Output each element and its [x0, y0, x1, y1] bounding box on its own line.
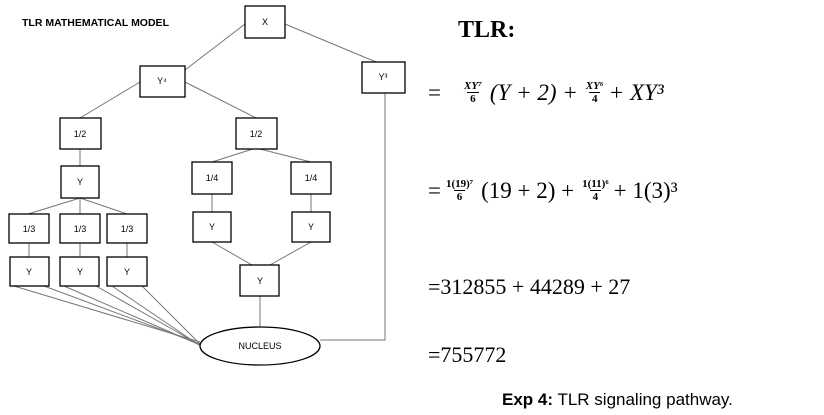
equation-panel: TLR: = XY⁷ 6 (Y + 2) + XY⁶ 4 + XY³ = 1(1… — [428, 0, 824, 415]
fraction-denominator: 6 — [453, 190, 466, 204]
node-y-join: Y — [239, 264, 280, 297]
node-label: 1/3 — [121, 224, 134, 234]
fraction-numerator: XY⁷ — [463, 80, 482, 92]
node-x: X — [244, 5, 286, 39]
node-y-t3: Y — [106, 256, 148, 287]
diagram-edges — [13, 23, 386, 349]
fraction-2: XY⁶ 4 — [584, 80, 606, 106]
edge-ymid-third1 — [27, 197, 81, 215]
node-quarter-left: 1/4 — [191, 161, 233, 195]
node-y-q-right: Y — [291, 211, 331, 243]
edge-yqright-join — [269, 241, 312, 266]
node-label: 1/3 — [23, 224, 36, 234]
fraction-denominator: 6 — [467, 92, 479, 106]
node-label: X — [262, 17, 268, 27]
node-label: 1/2 — [250, 129, 263, 139]
fraction-numerator: 1(19)⁷ — [445, 178, 474, 190]
node-nucleus: NUCLEUS — [199, 326, 321, 366]
node-half-left: 1/2 — [59, 117, 102, 150]
edge-y4-halfright — [184, 81, 257, 119]
equation-line-1: = XY⁷ 6 (Y + 2) + XY⁶ 4 + XY³ — [428, 80, 664, 106]
equation-line-3: =312855 + 44289 + 27 — [428, 274, 631, 299]
node-y-t2: Y — [59, 256, 100, 287]
node-third-1: 1/3 — [8, 213, 50, 244]
fraction-1: 1(19)⁷ 6 — [444, 178, 475, 204]
node-label: Y — [26, 267, 32, 277]
figure-caption: Exp 4: TLR signaling pathway. — [502, 390, 733, 410]
node-third-3: 1/3 — [106, 213, 148, 244]
node-y-mid-left: Y — [60, 165, 100, 199]
node-label: 1/4 — [206, 173, 219, 183]
equation-term: (19 + 2) + — [481, 178, 575, 204]
node-y3: Y³ — [361, 61, 406, 94]
edge-halfright-quarterright — [255, 147, 312, 163]
equation-line-2: = 1(19)⁷ 6 (19 + 2) + 1(11)⁶ 4 + 1(3)³ — [428, 178, 678, 204]
edge-y4-halfleft — [79, 81, 141, 119]
node-y4: Y⁴ — [139, 65, 186, 98]
equation-term: + XY³ — [608, 80, 664, 106]
node-label: Y — [257, 276, 263, 286]
edge-y3-nucleus — [320, 93, 386, 341]
node-third-2: 1/3 — [59, 213, 101, 244]
node-label: Y — [77, 177, 83, 187]
caption-label: Exp 4: — [502, 390, 554, 409]
edge-x-y4 — [184, 23, 246, 71]
equation-line-4: =755772 — [428, 342, 507, 367]
node-label: Y³ — [379, 72, 388, 82]
edge-x-y3 — [284, 23, 377, 63]
edge-yt1-nucleus-b — [43, 285, 201, 345]
node-label: Y — [124, 267, 130, 277]
node-label: Y — [308, 222, 314, 232]
edge-yt2-nucleus-a — [63, 285, 201, 346]
node-y-q-left: Y — [192, 211, 232, 243]
diagram-title: TLR MATHEMATICAL MODEL — [22, 17, 170, 29]
tlr-model-diagram: TLR MATHEMATICAL MODEL X Y⁴ — [8, 5, 406, 366]
node-label: Y — [209, 222, 215, 232]
fraction-numerator: XY⁶ — [585, 80, 604, 92]
node-label: Y — [77, 267, 83, 277]
fraction-numerator: 1(11)⁶ — [582, 178, 609, 190]
node-label: 1/2 — [74, 129, 87, 139]
node-half-right: 1/2 — [235, 117, 278, 150]
equals-sign: = — [428, 80, 441, 106]
equation-title: TLR: — [458, 17, 516, 43]
node-label: 1/3 — [74, 224, 87, 234]
edge-yt3-nucleus-a — [111, 285, 203, 348]
fraction-1: XY⁷ 6 — [462, 80, 484, 106]
node-label: NUCLEUS — [238, 341, 281, 351]
edge-yt3-nucleus-b — [141, 285, 205, 349]
node-label: Y⁴ — [157, 76, 167, 86]
edge-ymid-third3 — [79, 197, 128, 215]
fraction-denominator: 4 — [589, 190, 602, 204]
equation-term: (Y + 2) + — [489, 80, 578, 106]
node-quarter-right: 1/4 — [290, 161, 332, 195]
edge-halfright-quarterleft — [211, 147, 257, 163]
equation-term: + 1(3)³ — [613, 178, 678, 204]
fraction-2: 1(11)⁶ 4 — [580, 178, 611, 204]
equals-sign: = — [428, 178, 441, 204]
caption-text: TLR signaling pathway. — [553, 390, 733, 409]
edge-yt2-nucleus-b — [95, 285, 203, 347]
node-y-t1: Y — [9, 256, 50, 287]
fraction-denominator: 4 — [588, 92, 601, 106]
node-label: 1/4 — [305, 173, 318, 183]
edge-yqleft-join — [211, 241, 253, 266]
